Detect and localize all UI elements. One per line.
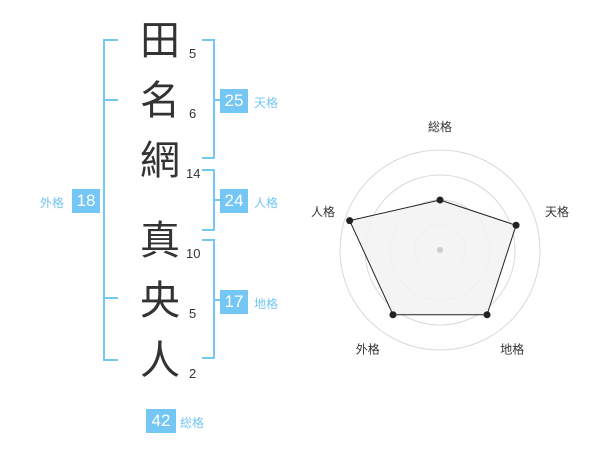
radar-center-dot	[437, 247, 443, 253]
jinkaku-label: 人格	[254, 196, 279, 210]
radar-point-1	[436, 196, 444, 204]
jinkaku-score: 24	[220, 189, 248, 213]
radar-grid-ring-4	[339, 149, 541, 351]
tenkaku-bracket	[202, 39, 220, 159]
tenkaku-score: 25	[220, 89, 248, 113]
soukaku-label: 総格	[180, 416, 205, 430]
chikaku-label: 地格	[254, 297, 279, 311]
name-char-3: 網	[140, 138, 180, 184]
name-char-2: 名	[140, 78, 180, 124]
radar-point-2	[512, 221, 520, 229]
name-char-1: 田	[140, 18, 180, 64]
soukaku-score: 42	[146, 409, 176, 433]
gaikaku-bracket	[103, 39, 118, 361]
stroke-count-4: 10	[186, 246, 201, 261]
radar-axis-label-4: 外格	[356, 342, 380, 357]
radar-point-4	[389, 311, 397, 319]
stroke-count-2: 6	[189, 106, 197, 121]
chikaku-score: 17	[220, 290, 248, 314]
stroke-count-1: 5	[189, 46, 197, 61]
radar-axis-label-1: 総格	[428, 119, 452, 134]
chikaku-bracket	[202, 239, 220, 359]
radar-point-5	[346, 217, 354, 225]
name-char-5: 央	[140, 278, 180, 324]
radar-data-polygon	[348, 199, 517, 316]
radar-axis-label-2: 天格	[545, 204, 569, 219]
stroke-count-3: 14	[186, 166, 201, 181]
stroke-count-5: 5	[189, 306, 197, 321]
tenkaku-label: 天格	[254, 96, 279, 110]
gaikaku-label: 外格	[40, 196, 65, 210]
stroke-count-6: 2	[189, 366, 197, 381]
radar-point-3	[483, 311, 491, 319]
jinkaku-bracket	[202, 169, 220, 231]
gaikaku-score: 18	[72, 189, 100, 213]
radar-axis-label-5: 人格	[311, 204, 335, 219]
name-char-6: 人	[140, 338, 180, 384]
name-char-4: 真	[140, 218, 180, 264]
radar-axis-label-3: 地格	[500, 342, 524, 357]
